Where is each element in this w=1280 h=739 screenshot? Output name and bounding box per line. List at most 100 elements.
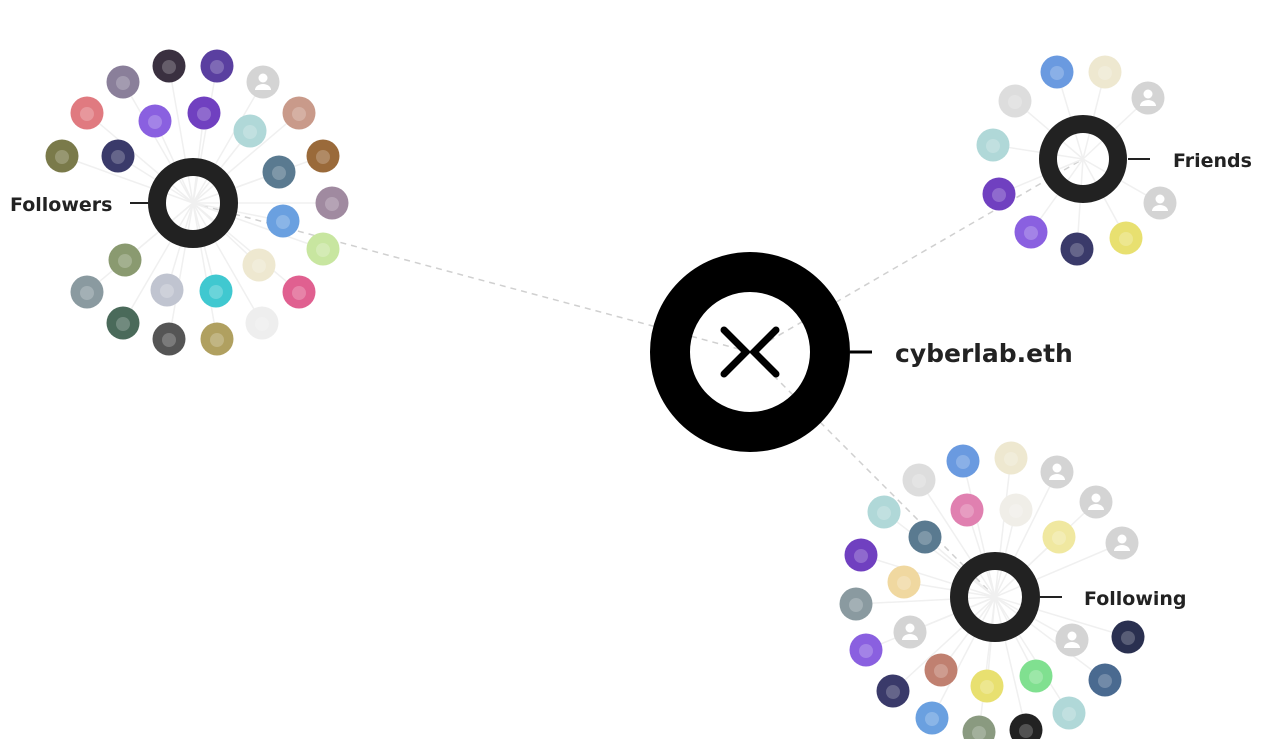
- avatar-figure-icon: [162, 60, 176, 74]
- spoke-line: [994, 457, 1012, 598]
- followers-avatar[interactable]: [282, 96, 316, 130]
- avatar-figure-icon: [118, 254, 132, 268]
- avatar-figure-icon: [886, 685, 900, 699]
- avatar-figure-icon: [960, 504, 974, 518]
- friends-avatar[interactable]: [1109, 221, 1143, 255]
- followers-avatar[interactable]: [245, 306, 279, 340]
- followers-avatar[interactable]: [242, 248, 276, 282]
- followers-avatar[interactable]: [306, 232, 340, 266]
- following-avatar[interactable]: [1111, 620, 1145, 654]
- avatar-figure-icon: [80, 286, 94, 300]
- followers-avatar[interactable]: [262, 155, 296, 189]
- avatar-figure-icon: [111, 150, 125, 164]
- friends-hub[interactable]: Friends: [1039, 115, 1252, 203]
- friends-avatar[interactable]: [1014, 215, 1048, 249]
- following-avatar[interactable]: [970, 669, 1004, 703]
- spoke-line: [192, 65, 218, 204]
- following-avatar[interactable]: [994, 441, 1028, 475]
- following-avatar[interactable]: [876, 674, 910, 708]
- following-avatar[interactable]: [887, 565, 921, 599]
- following-avatar[interactable]: [844, 538, 878, 572]
- avatar-figure-icon: [1019, 724, 1033, 738]
- following-avatar[interactable]: [1009, 713, 1043, 739]
- spoke-line: [122, 81, 194, 204]
- avatar-figure-icon: [877, 506, 891, 520]
- friends-avatar[interactable]: [982, 177, 1016, 211]
- followers-avatar[interactable]: [70, 96, 104, 130]
- followers-avatar[interactable]: [138, 104, 172, 138]
- following-avatar[interactable]: [1088, 663, 1122, 697]
- avatar-figure-icon: [160, 284, 174, 298]
- followers-avatar[interactable]: [200, 322, 234, 356]
- followers-avatar[interactable]: [106, 306, 140, 340]
- friends-avatar[interactable]: [1143, 186, 1177, 220]
- friends-avatar[interactable]: [1131, 81, 1165, 115]
- following-avatar[interactable]: [1052, 696, 1086, 730]
- following-avatar[interactable]: [1079, 485, 1113, 519]
- following-avatar[interactable]: [999, 493, 1033, 527]
- avatar-figure-icon: [1098, 674, 1112, 688]
- friends-avatar[interactable]: [976, 128, 1010, 162]
- followers-label: Followers: [10, 194, 112, 216]
- avatar-figure-icon: [1009, 504, 1023, 518]
- following-avatar[interactable]: [924, 653, 958, 687]
- followers-avatar[interactable]: [246, 65, 280, 99]
- followers-avatar[interactable]: [200, 49, 234, 83]
- following-label: Following: [1084, 588, 1187, 610]
- following-avatar[interactable]: [849, 633, 883, 667]
- avatar-figure-icon: [116, 317, 130, 331]
- following-avatar[interactable]: [1019, 659, 1053, 693]
- following-avatar[interactable]: [1040, 455, 1074, 489]
- followers-hub[interactable]: Followers: [10, 158, 238, 248]
- following-avatar[interactable]: [908, 520, 942, 554]
- avatar-figure-icon: [292, 286, 306, 300]
- followers-avatar[interactable]: [45, 139, 79, 173]
- friends-avatar[interactable]: [1040, 55, 1074, 89]
- followers-avatar[interactable]: [70, 275, 104, 309]
- following-avatar[interactable]: [902, 463, 936, 497]
- center-node[interactable]: cyberlab.eth: [650, 252, 1073, 452]
- following-hub[interactable]: Following: [950, 552, 1187, 642]
- followers-avatar[interactable]: [199, 274, 233, 308]
- followers-avatar[interactable]: [108, 243, 142, 277]
- followers-avatar[interactable]: [306, 139, 340, 173]
- avatar-figure-icon: [1050, 66, 1064, 80]
- avatar-figure-icon: [854, 549, 868, 563]
- followers-avatar[interactable]: [266, 204, 300, 238]
- following-avatar[interactable]: [1105, 526, 1139, 560]
- following-avatar[interactable]: [962, 715, 996, 739]
- followers-avatar[interactable]: [233, 114, 267, 148]
- avatar-figure-icon: [972, 726, 986, 739]
- avatar-figure-icon: [210, 333, 224, 347]
- spoke-line: [865, 596, 996, 651]
- friends-avatar[interactable]: [998, 84, 1032, 118]
- following-avatar[interactable]: [950, 493, 984, 527]
- following-avatar[interactable]: [946, 444, 980, 478]
- followers-avatar[interactable]: [101, 139, 135, 173]
- followers-avatar[interactable]: [106, 65, 140, 99]
- followers-avatar[interactable]: [152, 322, 186, 356]
- followers-avatar[interactable]: [152, 49, 186, 83]
- friends-avatar[interactable]: [1088, 55, 1122, 89]
- following-avatar[interactable]: [839, 587, 873, 621]
- spoke-line: [892, 596, 996, 692]
- spoke-line: [994, 542, 1123, 598]
- followers-avatar[interactable]: [150, 273, 184, 307]
- avatar-figure-icon: [316, 243, 330, 257]
- edge-center-followers: [192, 202, 751, 353]
- default-user-icon: [902, 623, 918, 640]
- following-avatar[interactable]: [1055, 623, 1089, 657]
- following-avatar[interactable]: [915, 701, 949, 735]
- avatar-figure-icon: [209, 285, 223, 299]
- followers-avatar[interactable]: [187, 96, 221, 130]
- default-user-icon: [1049, 463, 1065, 480]
- avatar-figure-icon: [956, 455, 970, 469]
- following-avatar[interactable]: [867, 495, 901, 529]
- followers-avatar[interactable]: [315, 186, 349, 220]
- following-avatar[interactable]: [1042, 520, 1076, 554]
- friends-avatar[interactable]: [1060, 232, 1094, 266]
- followers-avatar[interactable]: [282, 275, 316, 309]
- following-avatar[interactable]: [893, 615, 927, 649]
- center-label: cyberlab.eth: [895, 339, 1073, 368]
